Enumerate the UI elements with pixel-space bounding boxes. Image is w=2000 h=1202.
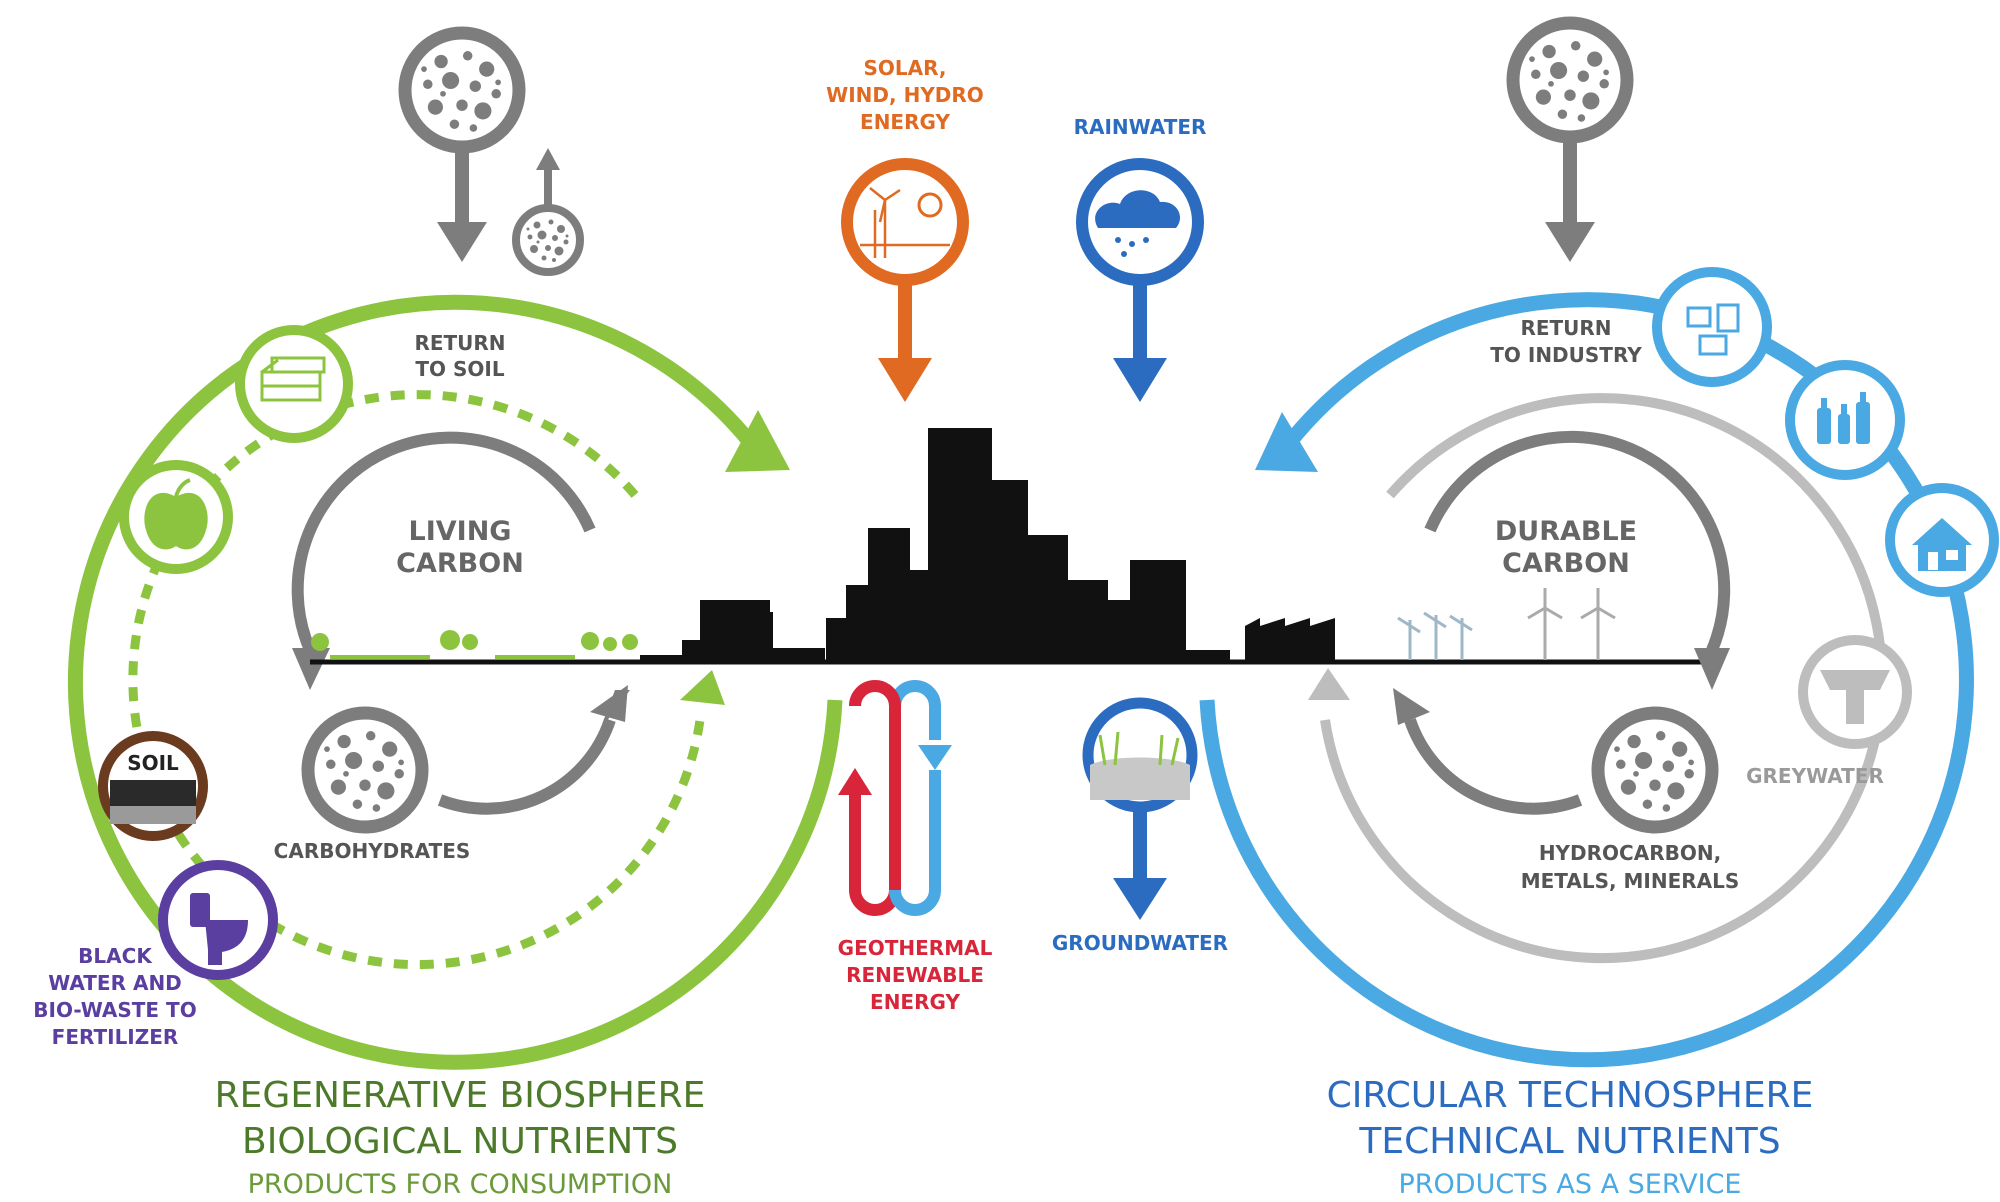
resource-pool-icon [398,26,526,262]
left-title-1: REGENERATIVE BIOSPHERE [215,1075,706,1116]
groundwater-icon [1082,697,1198,920]
return-to-soil-2: TO SOIL [415,357,504,381]
solar-label-3: ENERGY [860,110,950,134]
city-skyline-icon [310,428,1720,665]
right-title-1: CIRCULAR TECHNOSPHERE [1327,1075,1814,1116]
black-water-label-3: BIO-WASTE TO [33,998,196,1022]
return-to-soil-1: RETURN [414,331,505,355]
living-carbon-1: LIVING [409,516,512,547]
black-water-label-1: BLACK [78,944,153,968]
rain-cloud-icon [1076,158,1204,402]
lumber-icon [235,325,353,443]
left-subtitle: PRODUCTS FOR CONSUMPTION [248,1169,673,1200]
durable-carbon-1: DURABLE [1495,516,1637,547]
apple-icon [119,460,233,574]
house-icon [1885,483,1999,597]
black-water-label-4: FERTILIZER [52,1025,179,1049]
geothermal-label-1: GEOTHERMAL [838,936,993,960]
return-to-industry-1: RETURN [1520,316,1611,340]
geothermal-label-2: RENEWABLE [846,963,984,987]
small-resource-pool-icon [512,148,584,276]
return-to-industry-2: TO INDUSTRY [1490,343,1642,367]
resource-pool-icon [301,706,429,834]
groundwater-label: GROUNDWATER [1052,931,1228,955]
resource-pool-icon [1591,706,1719,834]
rainwater-label: RAINWATER [1074,115,1207,139]
hydrocarbon-label-1: HYDROCARBON, [1539,841,1721,865]
right-subtitle: PRODUCTS AS A SERVICE [1399,1169,1742,1200]
hydrocarbon-label-2: METALS, MINERALS [1521,869,1740,893]
black-water-label-2: WATER AND [48,971,182,995]
greywater-label: GREYWATER [1746,764,1884,788]
biosphere-loop [67,294,843,1070]
carbohydrates-label: CARBOHYDRATES [274,839,471,863]
soil-icon: SOIL [98,731,208,841]
left-title-2: BIOLOGICAL NUTRIENTS [242,1121,678,1162]
wind-sun-icon [841,158,969,402]
right-title-2: TECHNICAL NUTRIENTS [1358,1121,1780,1162]
bottles-icon [1785,360,1905,480]
technosphere-loop [1199,292,1974,1068]
geothermal-label-3: ENERGY [870,990,960,1014]
soil-label: SOIL [127,751,179,775]
living-carbon-2: CARBON [396,548,524,579]
devices-icon [1652,267,1772,387]
resource-pool-icon [1506,16,1634,262]
toilet-icon [158,860,278,980]
solar-label-1: SOLAR, [864,56,947,80]
solar-label-2: WIND, HYDRO [826,83,984,107]
geothermal-loop-icon [838,680,952,916]
durable-carbon-2: CARBON [1502,548,1630,579]
sink-icon [1798,635,1912,749]
